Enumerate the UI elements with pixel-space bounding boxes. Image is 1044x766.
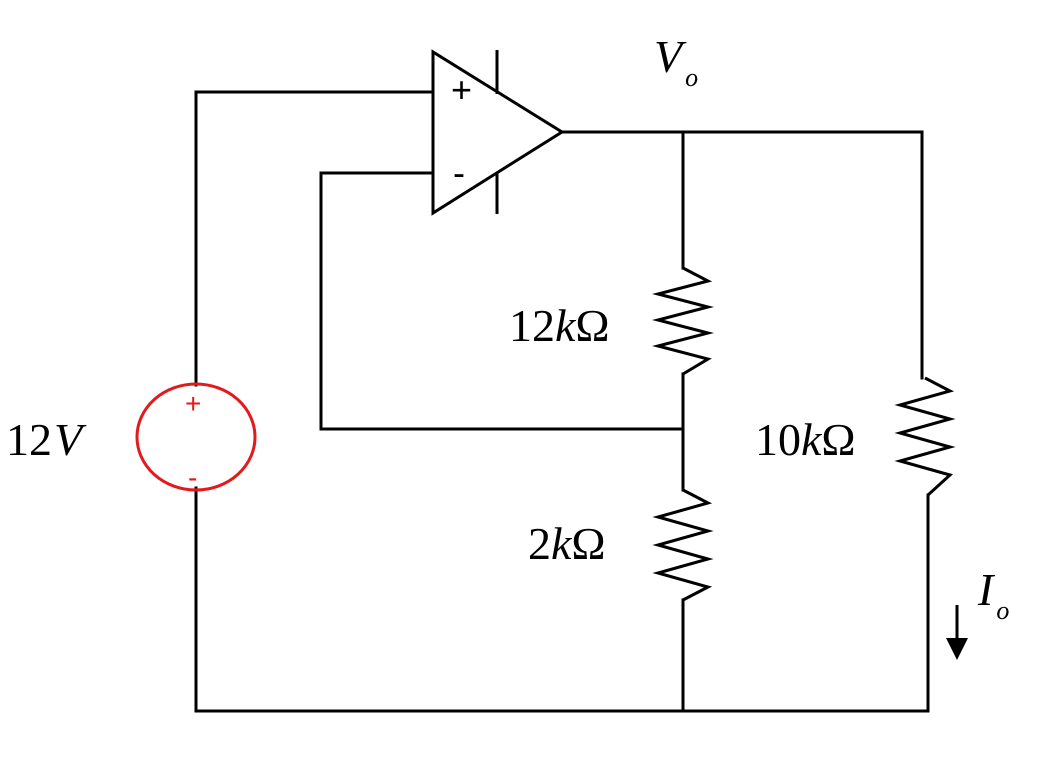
current-arrow-head bbox=[946, 638, 968, 660]
label-voltage-source-unit: V bbox=[54, 414, 87, 465]
voltage-source-minus-sign: - bbox=[188, 462, 197, 493]
label-resistor-load-k: k bbox=[801, 414, 823, 465]
label-output-voltage-symbol: V bbox=[654, 31, 687, 82]
wire-source-to-noninverting-input bbox=[194, 90, 435, 387]
resistor-load-zigzag bbox=[894, 376, 956, 497]
wire-output bbox=[560, 130, 924, 380]
opamp: + - bbox=[431, 49, 565, 216]
label-resistor-ground-k: k bbox=[551, 518, 573, 569]
opamp-plus-sign: + bbox=[451, 69, 472, 110]
label-resistor-load-number: 10 bbox=[755, 414, 801, 465]
label-resistor-feedback: 12kΩ bbox=[509, 300, 610, 351]
label-output-voltage-subscript: o bbox=[685, 63, 698, 92]
label-resistor-ground-ohm: Ω bbox=[571, 518, 605, 569]
voltage-source-plus-sign: + bbox=[185, 388, 201, 419]
label-resistor-feedback-ohm: Ω bbox=[575, 300, 609, 351]
resistor-feedback-zigzag bbox=[652, 266, 714, 376]
resistor-ground-zigzag bbox=[652, 488, 714, 602]
label-resistor-load-ohm: Ω bbox=[821, 414, 855, 465]
label-resistor-ground: 2kΩ bbox=[528, 518, 606, 569]
voltage-source-circle bbox=[135, 382, 257, 492]
label-output-current-subscript: o bbox=[996, 596, 1009, 625]
label-voltage-source-number: 12 bbox=[6, 414, 52, 465]
opamp-minus-sign: - bbox=[453, 152, 465, 193]
wires bbox=[194, 90, 930, 713]
wire-inverting-input-feedback bbox=[319, 171, 685, 431]
label-resistor-ground-number: 2 bbox=[528, 518, 551, 569]
voltage-source: + - bbox=[135, 382, 257, 493]
label-resistor-load: 10kΩ bbox=[755, 414, 856, 465]
label-voltage-source: 12V bbox=[6, 414, 87, 465]
label-resistor-feedback-k: k bbox=[555, 300, 577, 351]
current-direction-arrow bbox=[946, 605, 968, 660]
wire-ground-rail bbox=[194, 486, 930, 713]
label-output-current-symbol: I bbox=[977, 564, 996, 615]
label-resistor-feedback-number: 12 bbox=[509, 300, 555, 351]
